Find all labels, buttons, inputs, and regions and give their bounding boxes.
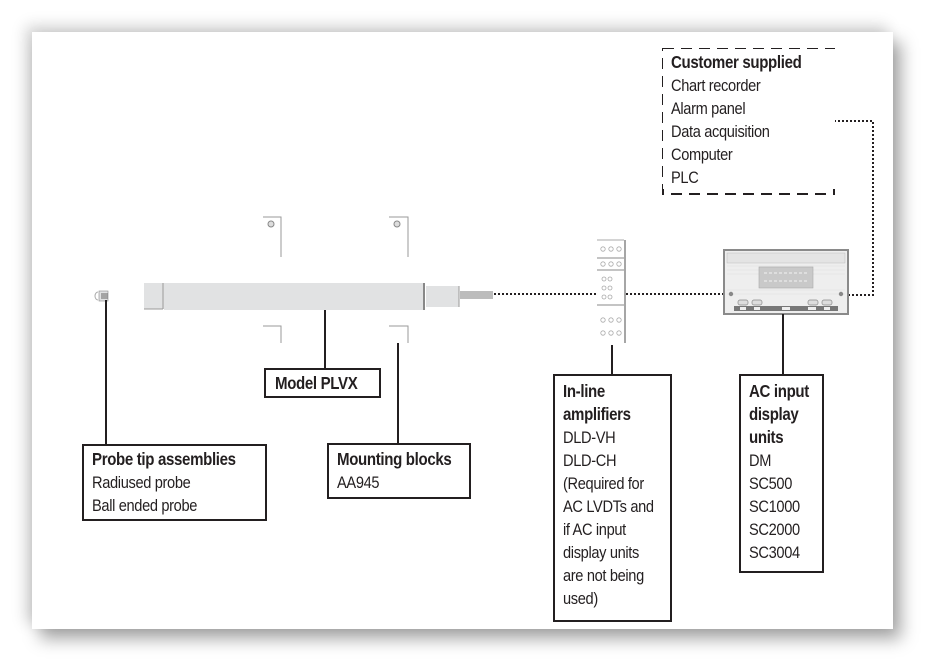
inline-amplifiers-box: In-line amplifiers DLD-VH DLD-CH (Requir… (553, 374, 672, 622)
mounting-blocks-item: AA945 (337, 473, 380, 492)
inline-amplifier-icon (597, 239, 626, 343)
amplifier-item: DLD-VH (563, 428, 616, 447)
amplifier-note: if AC input (563, 520, 626, 539)
lvdt-transducer-icon (144, 283, 493, 310)
amplifier-item: DLD-CH (563, 451, 617, 470)
probe-tip-icon (94, 290, 109, 302)
customer-item: Chart recorder (671, 76, 761, 95)
probe-tip-assemblies-box: Probe tip assemblies Radiused probe Ball… (82, 444, 267, 521)
inline-amplifiers-title: In-line (563, 381, 605, 401)
display-units-title: display (749, 404, 799, 424)
customer-item: Data acquisition (671, 122, 770, 141)
signal-connection-customer (834, 120, 874, 296)
customer-supplied-box: Customer supplied Chart recorder Alarm p… (663, 49, 835, 189)
display-unit-icon (723, 249, 849, 315)
probe-tip-assemblies-title: Probe tip assemblies (92, 449, 236, 469)
customer-item: PLC (671, 168, 699, 187)
amplifier-note: are not being (563, 566, 644, 585)
mounting-block-icon (263, 216, 409, 343)
ac-input-display-units-box: AC input display units DM SC500 SC1000 S… (739, 374, 824, 573)
mounting-blocks-box: Mounting blocks AA945 (327, 443, 471, 499)
customer-supplied-title: Customer supplied (671, 52, 802, 72)
amplifier-note: (Required for (563, 474, 644, 493)
display-unit-item: SC500 (749, 474, 792, 493)
model-box: Model PLVX (264, 368, 381, 398)
display-unit-item: SC2000 (749, 520, 800, 539)
model-title: Model PLVX (275, 373, 358, 393)
display-units-title: units (749, 427, 784, 447)
customer-item: Computer (671, 145, 733, 164)
amplifier-note: used) (563, 589, 598, 608)
mounting-blocks-title: Mounting blocks (337, 449, 452, 469)
customer-item: Alarm panel (671, 99, 746, 118)
inline-amplifiers-title: amplifiers (563, 404, 631, 424)
display-units-title: AC input (749, 381, 809, 401)
display-unit-item: SC1000 (749, 497, 800, 516)
display-unit-item: DM (749, 451, 772, 470)
probe-tip-item: Ball ended probe (92, 496, 198, 515)
amplifier-note: display units (563, 543, 639, 562)
amplifier-note: AC LVDTs and (563, 497, 654, 516)
display-unit-item: SC3004 (749, 543, 800, 562)
probe-tip-item: Radiused probe (92, 473, 191, 492)
